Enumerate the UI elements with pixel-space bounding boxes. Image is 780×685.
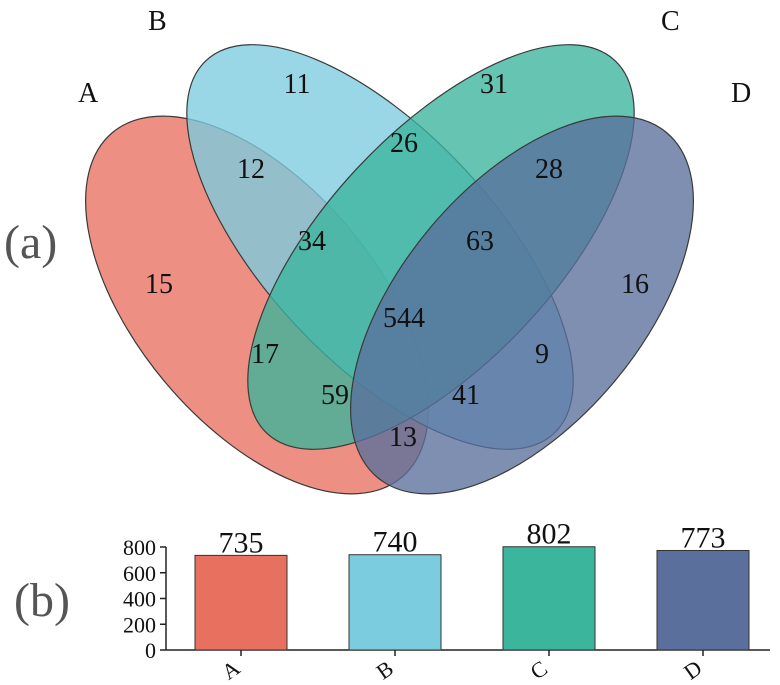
- x-tick-label: C: [526, 655, 552, 684]
- region-a: 15: [145, 269, 173, 300]
- region-ad: 13: [389, 422, 417, 453]
- bar-value-label: 740: [373, 526, 418, 559]
- bar-b: [348, 554, 442, 651]
- region-abd: 41: [452, 380, 480, 411]
- y-tick-label: 600: [123, 561, 156, 586]
- panel-b-label: (b): [14, 574, 70, 627]
- bar-d: [656, 549, 750, 651]
- x-tick-label: B: [372, 655, 398, 684]
- region-ac: 17: [251, 339, 279, 370]
- set-label-a: A: [78, 78, 99, 109]
- region-bc: 26: [390, 128, 418, 159]
- set-label-d: D: [731, 78, 751, 109]
- region-bcd: 63: [466, 226, 494, 257]
- region-bd: 9: [535, 339, 549, 370]
- venn-diagram: A B C D 15 11 31 16 12 26 28 34 63 544 1…: [78, 6, 751, 495]
- bar-c: [502, 546, 596, 651]
- region-d: 16: [621, 269, 649, 300]
- x-tick-label: A: [217, 655, 244, 685]
- region-ab: 12: [237, 154, 265, 185]
- set-label-b: B: [148, 6, 167, 37]
- region-acd: 59: [321, 380, 349, 411]
- bar-a: [194, 554, 288, 651]
- bar-value-label: 802: [527, 518, 572, 551]
- region-abc: 34: [298, 226, 326, 257]
- x-tick-label: D: [679, 655, 706, 685]
- region-b: 11: [284, 69, 311, 100]
- y-tick-label: 200: [123, 612, 156, 637]
- panel-a-label: (a): [4, 216, 57, 269]
- y-tick-label: 400: [123, 587, 156, 612]
- set-label-c: C: [661, 6, 680, 37]
- y-tick-label: 0: [145, 638, 156, 663]
- region-cd: 28: [535, 154, 563, 185]
- region-abcd: 544: [383, 303, 425, 334]
- y-tick-label: 800: [123, 535, 156, 560]
- venn-ellipse-d: [350, 115, 694, 495]
- bar-value-label: 773: [681, 521, 726, 554]
- region-c: 31: [480, 69, 508, 100]
- bar-value-label: 735: [219, 526, 264, 559]
